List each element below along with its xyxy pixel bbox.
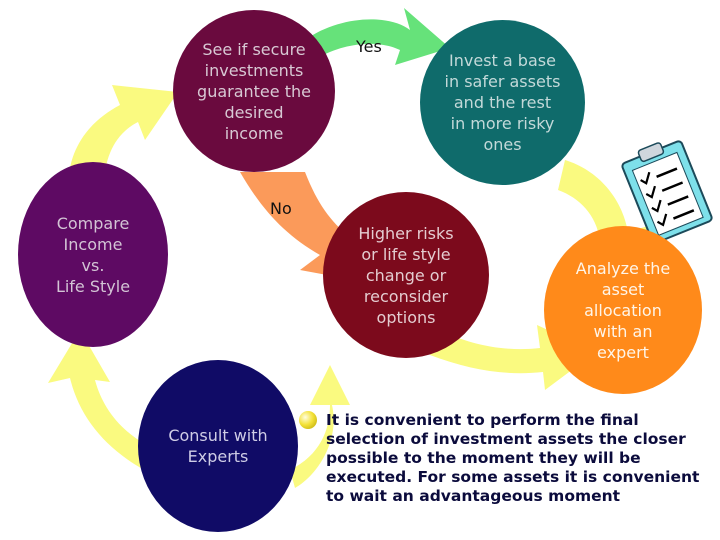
- node-compare-income: Compare Income vs. Life Style: [18, 162, 168, 347]
- node-text-line: options: [376, 307, 436, 327]
- node-consult-experts: Consult with Experts: [138, 360, 298, 532]
- node-text-line: and the rest: [453, 93, 552, 112]
- cycle-arrow-note-to-consult: [290, 365, 350, 488]
- node-text-line: with an: [593, 321, 653, 341]
- node-text-line: or life style: [361, 244, 451, 264]
- yellow-ball-bullet-icon: [299, 411, 317, 429]
- yes-label: Yes: [356, 37, 382, 56]
- node-text-line: income: [224, 123, 284, 143]
- node-text-line: desired: [224, 102, 284, 122]
- node-text-line: reconsider: [363, 286, 449, 306]
- node-text-line: asset: [601, 279, 645, 299]
- node-text-line: guarantee the: [197, 81, 311, 101]
- node-text-line: Experts: [187, 447, 249, 466]
- node-text-line: expert: [597, 342, 649, 362]
- node-text-line: in more risky: [450, 114, 555, 133]
- note-text: It is convenient to perform the final se…: [326, 411, 700, 505]
- clipboard-checklist-icon: [621, 140, 713, 244]
- node-text-line: Analyze the: [575, 258, 671, 278]
- node-text-line: Life Style: [55, 276, 131, 296]
- node-text-line: Income: [63, 234, 123, 254]
- node-text-line: in safer assets: [444, 72, 561, 91]
- node-text-line: Higher risks: [358, 223, 454, 243]
- node-text-line: Consult with: [168, 426, 268, 445]
- node-text-line: Invest a base: [449, 51, 556, 70]
- node-text-line: ones: [483, 135, 522, 154]
- node-analyze-allocation: Analyze the asset allocation with an exp…: [544, 226, 702, 394]
- node-text-line: Compare: [56, 213, 130, 233]
- no-label: No: [270, 199, 292, 218]
- node-higher-risks: Higher risks or life style change or rec…: [323, 192, 489, 358]
- node-text-line: See if secure: [202, 39, 306, 59]
- node-text-line: investments: [204, 60, 304, 80]
- node-text-line: change or: [365, 265, 447, 285]
- node-invest-base: Invest a base in safer assets and the re…: [420, 20, 585, 185]
- node-text-line: allocation: [584, 300, 662, 320]
- node-secure-investments: See if secure investments guarantee the …: [173, 10, 335, 172]
- yes-arrow: [305, 8, 450, 65]
- node-text-line: vs.: [81, 255, 105, 275]
